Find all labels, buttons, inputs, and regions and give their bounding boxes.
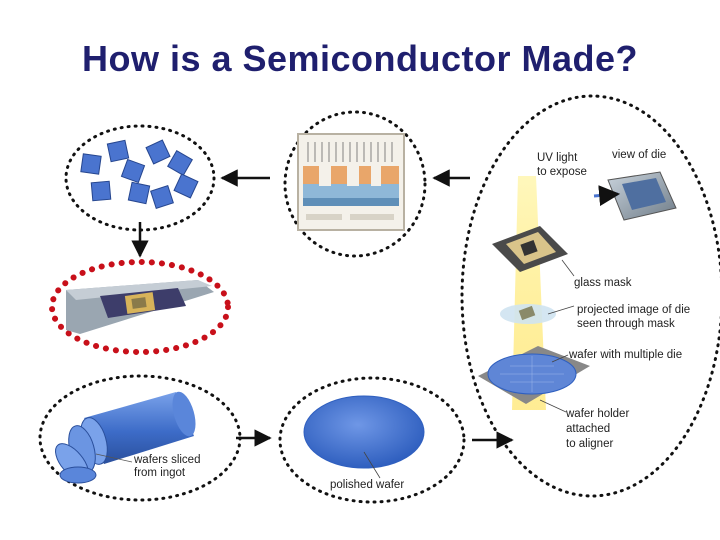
diced-chips-image bbox=[80, 139, 199, 209]
label-polished-wafer: polished wafer bbox=[330, 479, 405, 491]
circle-packaged-chip bbox=[49, 259, 231, 355]
label-projected-image-2: seen through mask bbox=[577, 318, 675, 330]
circle-lithography bbox=[460, 94, 720, 498]
ingot-wafers-image bbox=[55, 391, 196, 484]
circle-polished-wafer bbox=[278, 376, 466, 504]
polished-wafer-image bbox=[303, 395, 425, 479]
label-view-of-die: view of die bbox=[612, 149, 667, 161]
label-glass-mask: glass mask bbox=[574, 277, 632, 289]
label-wafer-holder-3: to aligner bbox=[566, 438, 614, 450]
packaged-chip-image bbox=[66, 280, 214, 334]
label-wafer-multiple-die: wafer with multiple die bbox=[569, 349, 683, 361]
photoresist-cross-section-image bbox=[297, 133, 405, 231]
label-wafers-sliced-1: wafers sliced bbox=[134, 454, 201, 466]
label-to-expose: to expose bbox=[537, 166, 587, 178]
label-wafer-holder-2: attached bbox=[566, 423, 611, 435]
lithography-image bbox=[478, 171, 677, 413]
label-uv-light: UV light bbox=[537, 152, 578, 164]
label-wafers-sliced-2: from ingot bbox=[134, 467, 186, 479]
page-title: How is a Semiconductor Made? bbox=[81, 38, 639, 79]
circle-photoresist bbox=[283, 110, 427, 258]
label-projected-image-1: projected image of die bbox=[577, 304, 691, 316]
label-wafer-holder-1: wafer holder bbox=[566, 408, 630, 420]
